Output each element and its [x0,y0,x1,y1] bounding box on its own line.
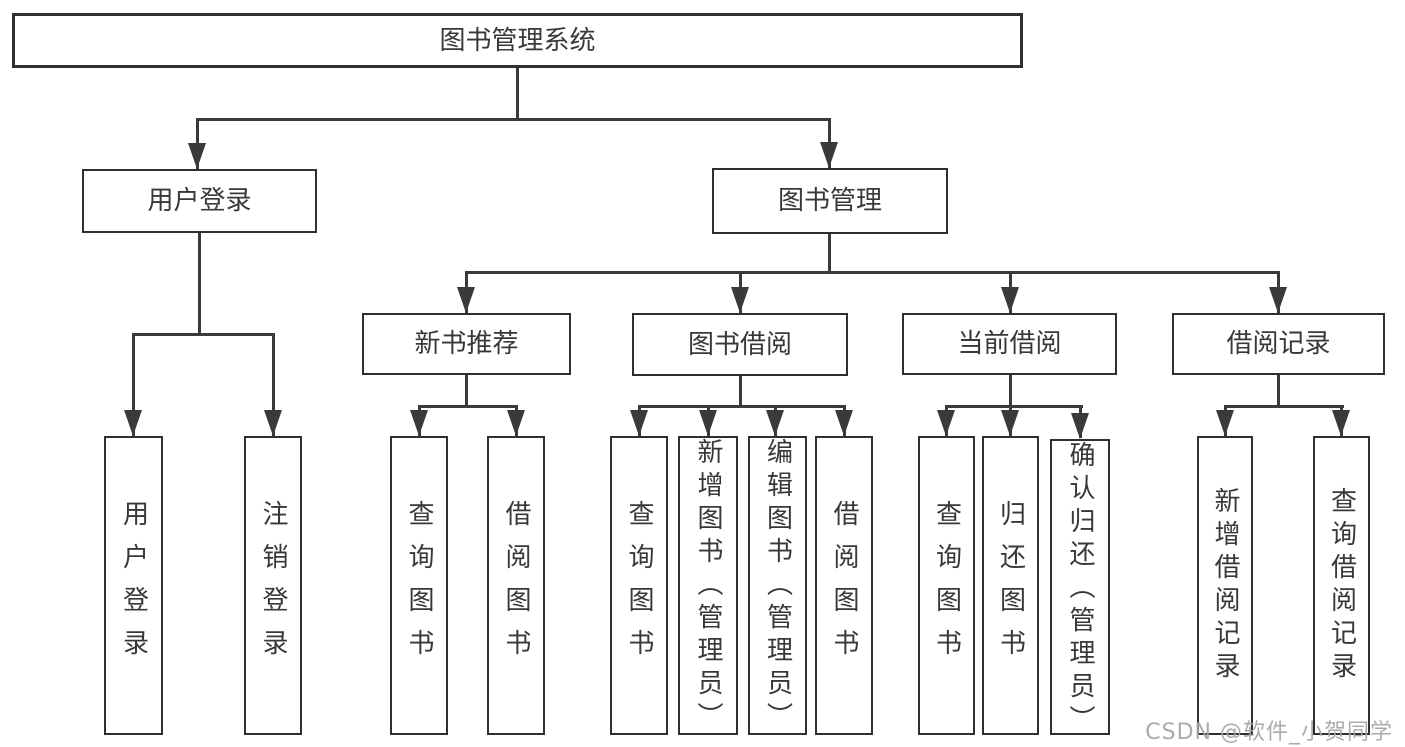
arrow-down-icon [835,410,853,436]
node-query-books-current: 查询图书 [918,436,975,735]
connector-hline [464,271,1280,274]
node-user-login: 用户登录 [82,169,317,233]
node-add-books-admin: 新增图书（管理员） [678,436,738,735]
arrow-down-icon [820,142,838,168]
watermark: CSDN @软件_小贺同学 [1145,720,1393,745]
connector-hline [944,405,1083,408]
node-borrowing-records: 借阅记录 [1172,313,1385,375]
connector-hline [417,405,518,408]
arrow-down-icon [124,410,142,436]
arrow-down-icon [1269,287,1287,313]
connector-vline [515,68,519,120]
arrow-down-icon [731,287,749,313]
arrow-down-icon [264,410,282,436]
connector-vline [271,333,275,436]
node-book-management: 图书管理 [712,168,948,234]
connector-hline [131,333,275,336]
arrow-down-icon [1071,413,1089,439]
arrow-down-icon [1001,287,1019,313]
node-new-book-recommendation: 新书推荐 [362,313,571,375]
node-query-books-borrow: 查询图书 [610,436,668,735]
node-add-borrow-record: 新增借阅记录 [1197,436,1253,735]
arrow-down-icon [410,410,428,436]
connector-vline [1008,375,1012,408]
node-user-login-action: 用户登录 [104,436,163,735]
node-library-management-system: 图书管理系统 [12,13,1023,68]
node-edit-books-admin: 编辑图书（管理员） [748,436,807,735]
node-query-books-recommend: 查询图书 [390,436,448,735]
arrow-down-icon [699,410,717,436]
arrow-down-icon [937,410,955,436]
connector-vline [827,234,831,274]
node-return-books: 归还图书 [982,436,1039,735]
arrow-down-icon [1216,410,1234,436]
connector-vline [464,375,468,408]
node-current-borrowing: 当前借阅 [902,313,1117,375]
node-borrow-books-recommend: 借阅图书 [487,436,545,735]
node-borrow-books: 借阅图书 [815,436,873,735]
node-book-borrowing: 图书借阅 [632,313,848,376]
node-confirm-return-admin: 确认归还（管理员） [1050,439,1110,738]
node-query-borrow-record: 查询借阅记录 [1313,436,1370,735]
connector-vline [197,233,201,336]
arrow-down-icon [507,410,525,436]
arrow-down-icon [630,410,648,436]
arrow-down-icon [1001,410,1019,436]
arrow-down-icon [1332,410,1350,436]
connector-hline [1223,405,1344,408]
connector-hline [195,118,831,121]
arrow-down-icon [188,143,206,169]
connector-vline [738,376,742,408]
connector-hline [637,405,846,408]
arrow-down-icon [766,410,784,436]
connector-vline [1276,375,1280,408]
connector-vline [131,333,135,436]
node-logout-action: 注销登录 [244,436,302,735]
arrow-down-icon [457,287,475,313]
